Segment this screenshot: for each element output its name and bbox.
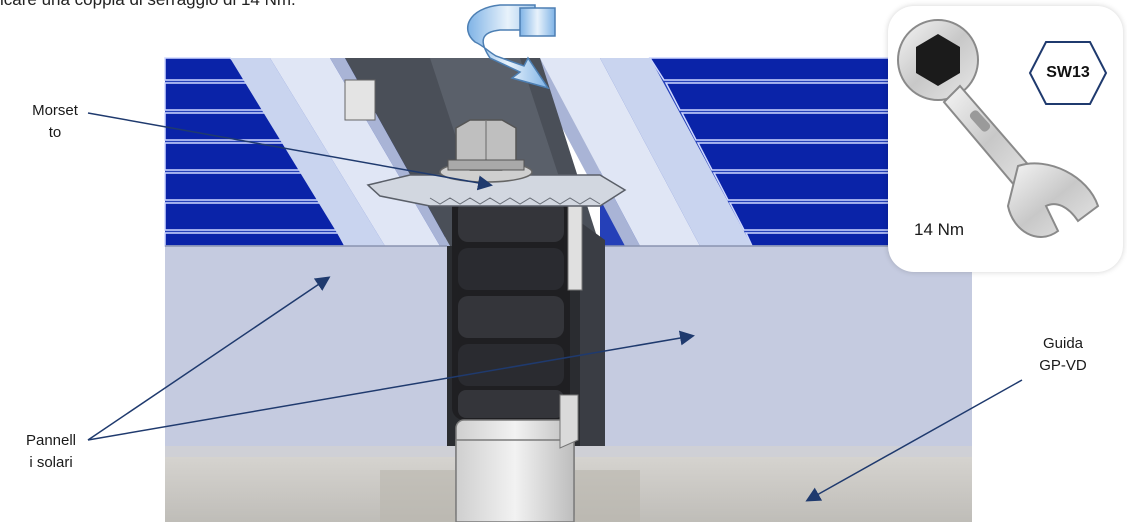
callout-line-pannelli-1 (87, 276, 331, 441)
sw-size-badge: SW13 (1028, 40, 1108, 106)
right-frame-strip-2 (600, 58, 752, 246)
wrench-card: SW13 14 Nm (888, 6, 1123, 272)
left-panel-frame (165, 246, 447, 446)
torque-value: 14 Nm (914, 220, 965, 239)
label-guida: Guida GP-VD (1024, 333, 1102, 377)
clamp-insert (452, 195, 570, 420)
callout-line-pannelli-2 (87, 330, 695, 441)
right-panel-frame (598, 246, 972, 446)
side-clip-right (567, 199, 583, 291)
right-solar-cells (648, 57, 891, 247)
label-morsetto: Morset to (28, 100, 82, 144)
sw-size-text: SW13 (1046, 64, 1090, 81)
label-pannelli: Pannell i solari (20, 430, 82, 474)
t-bolt-post-front (455, 439, 575, 522)
side-clip-lower (559, 394, 579, 449)
left-solar-cells (164, 57, 347, 247)
callout-line-guida (805, 379, 1023, 502)
right-frame-edge (580, 222, 605, 446)
callout-line-morsetto (87, 112, 493, 191)
right-frame-strip-1 (540, 58, 700, 246)
label-morsetto-text: Morset to (32, 102, 78, 141)
upper-clip (344, 79, 376, 121)
label-pannelli-text: Pannell i solari (25, 432, 77, 471)
rotation-arrow-icon (466, 4, 556, 90)
instruction-text: icare una coppia di serraggio di 14 Nm. (0, 0, 296, 10)
wrench-icon (897, 19, 1100, 238)
label-guida-text: Guida GP-VD (1039, 335, 1087, 374)
